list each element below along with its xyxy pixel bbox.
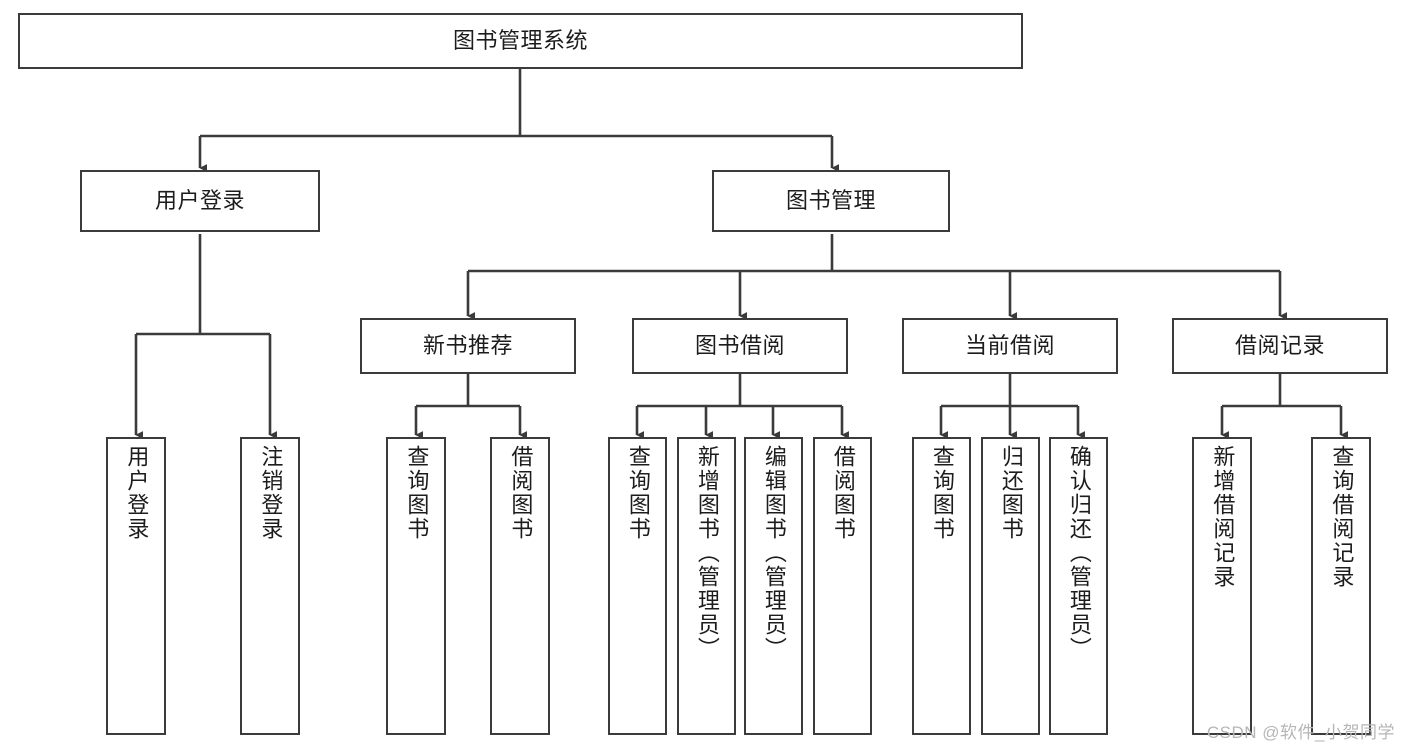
node-leaf-query-record[interactable]: 查询借阅记录 [1311, 437, 1371, 735]
node-leaf-edit-book[interactable]: 编辑图书（管理员） [744, 437, 803, 735]
node-leaf-add-book-label: 新增图书（管理员） [694, 445, 720, 661]
node-borrow-record-label: 借阅记录 [1234, 333, 1325, 359]
node-leaf-confirm-return[interactable]: 确认归还（管理员） [1049, 437, 1108, 735]
node-leaf-query-book-1-label: 查询图书 [404, 445, 430, 541]
node-root-system-label: 图书管理系统 [452, 28, 588, 54]
node-leaf-borrow-book-1-label: 借阅图书 [508, 445, 534, 541]
node-leaf-edit-book-label: 编辑图书（管理员） [761, 445, 787, 661]
node-leaf-query-record-label: 查询借阅记录 [1329, 445, 1355, 589]
node-leaf-add-book[interactable]: 新增图书（管理员） [677, 437, 736, 735]
node-leaf-query-book-3-label: 查询图书 [929, 445, 955, 541]
node-leaf-query-book-2-label: 查询图书 [625, 445, 651, 541]
node-current-borrow-label: 当前借阅 [964, 333, 1055, 359]
node-book-manage[interactable]: 图书管理 [712, 170, 950, 232]
node-leaf-user-login-label: 用户登录 [124, 445, 150, 541]
node-leaf-borrow-book-1[interactable]: 借阅图书 [490, 437, 550, 735]
node-user-login-label: 用户登录 [154, 188, 245, 214]
node-leaf-logout-login[interactable]: 注销登录 [240, 437, 300, 735]
node-leaf-confirm-return-label: 确认归还（管理员） [1066, 445, 1092, 661]
watermark-text: CSDN @软件_小贺同学 [1206, 723, 1395, 742]
node-root-system[interactable]: 图书管理系统 [18, 13, 1023, 69]
node-leaf-return-book-label: 归还图书 [998, 445, 1024, 541]
node-new-book-recommend[interactable]: 新书推荐 [360, 318, 576, 374]
node-current-borrow[interactable]: 当前借阅 [902, 318, 1118, 374]
node-leaf-borrow-book-2[interactable]: 借阅图书 [813, 437, 872, 735]
node-leaf-query-book-2[interactable]: 查询图书 [608, 437, 667, 735]
node-leaf-borrow-book-2-label: 借阅图书 [830, 445, 856, 541]
node-leaf-return-book[interactable]: 归还图书 [981, 437, 1040, 735]
node-leaf-user-login[interactable]: 用户登录 [106, 437, 166, 735]
node-leaf-query-book-1[interactable]: 查询图书 [386, 437, 446, 735]
node-leaf-logout-login-label: 注销登录 [258, 445, 284, 541]
node-leaf-add-record-label: 新增借阅记录 [1210, 445, 1236, 589]
node-leaf-add-record[interactable]: 新增借阅记录 [1192, 437, 1252, 735]
node-book-borrow-label: 图书借阅 [694, 333, 785, 359]
node-book-borrow[interactable]: 图书借阅 [632, 318, 848, 374]
node-user-login[interactable]: 用户登录 [80, 170, 320, 232]
node-new-book-recommend-label: 新书推荐 [422, 333, 513, 359]
node-book-manage-label: 图书管理 [785, 188, 876, 214]
node-leaf-query-book-3[interactable]: 查询图书 [912, 437, 971, 735]
node-borrow-record[interactable]: 借阅记录 [1172, 318, 1388, 374]
